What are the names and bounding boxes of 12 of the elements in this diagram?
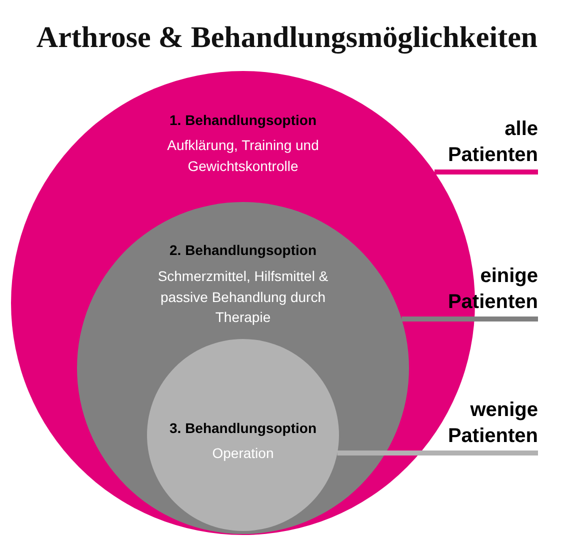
option-description: Schmerzmittel, Hilfsmittel & passive Behandlung durch Therapie [156,267,330,327]
patient-group-label: alle Patienten [428,116,538,172]
option-heading: 1. Behandlungsoption [170,111,316,129]
leader-line [402,316,538,322]
option-description: Operation [211,444,275,463]
option-description: Aufklärung, Training und Gewichtskontrolle [166,136,320,176]
leader-line [434,170,538,174]
leader-line [337,450,538,456]
diagram-title: Arthrose & Behandlungsmöglichkeiten [35,20,539,56]
option-heading: 2. Behandlungsoption [170,241,316,259]
patient-group-label: wenige Patienten [428,397,538,453]
option-heading: 3. Behandlungsoption [170,419,316,437]
